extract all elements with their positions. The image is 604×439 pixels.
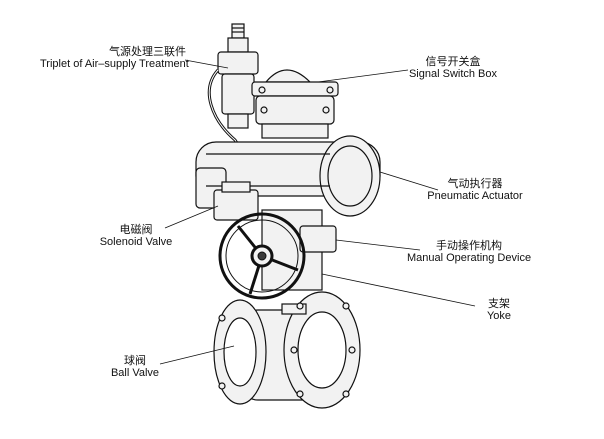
label-signal-zh: 信号开关盒 (425, 56, 481, 68)
label-manual-en: Manual Operating Device (406, 252, 532, 264)
label-signal: 信号开关盒 Signal Switch Box (398, 56, 508, 80)
leader-lines (159, 59, 476, 365)
label-solenoid: 电磁阀 Solenoid Valve (96, 224, 176, 248)
solenoid-valve (213, 181, 259, 221)
label-ball: 球阀 Ball Valve (100, 355, 170, 379)
handwheel (218, 212, 306, 300)
label-ball-zh: 球阀 (124, 355, 146, 367)
label-signal-en: Signal Switch Box (408, 68, 498, 80)
signal-switch-box (251, 69, 339, 139)
label-yoke-zh: 支架 (488, 298, 510, 310)
air-supply-triplet (217, 23, 259, 129)
label-triplet: 气源处理三联件 Triplet of Air–supply Treatment (40, 46, 189, 70)
label-manual-zh: 手动操作机构 (436, 240, 502, 252)
label-yoke: 支架 Yoke (474, 298, 524, 322)
label-triplet-zh: 气源处理三联件 (109, 46, 186, 58)
label-triplet-en: Triplet of Air–supply Treatment (40, 58, 189, 70)
label-solenoid-zh: 电磁阀 (119, 224, 153, 236)
label-actuator-en: Pneumatic Actuator (427, 190, 523, 202)
ball-valve (213, 291, 361, 409)
label-actuator-zh: 气动执行器 (447, 178, 503, 190)
label-ball-en: Ball Valve (110, 367, 160, 379)
label-manual: 手动操作机构 Manual Operating Device (404, 240, 534, 264)
label-yoke-en: Yoke (486, 310, 512, 322)
label-solenoid-en: Solenoid Valve (99, 236, 173, 248)
label-actuator: 气动执行器 Pneumatic Actuator (420, 178, 530, 202)
